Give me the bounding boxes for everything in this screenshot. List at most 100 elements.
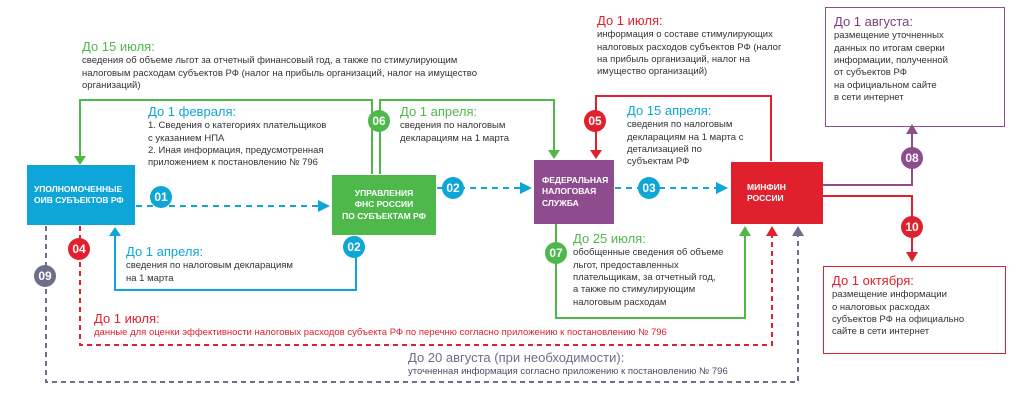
flow-09-annotation: До 20 августа (при необходимости): уточн…	[408, 350, 788, 379]
entity-ufns-regional: УПРАВЛЕНИЯ ФНС РОССИИ ПО СУБЪЕКТАМ РФ	[332, 175, 436, 235]
flow-05-annotation: До 1 июля: информация о составе стимулир…	[597, 13, 807, 79]
flow-02b-date: До 1 апреля:	[126, 244, 204, 259]
flow-05-text-3: на прибыль организаций, налог на	[597, 53, 751, 65]
note-aug1-text-3: информации, полученной	[834, 54, 948, 66]
entity-fns-line-2: НАЛОГОВАЯ	[542, 186, 597, 197]
note-aug1-text-6: в сети интернет	[834, 91, 904, 103]
flow-01-text-3: 2. Иная информация, предусмотренная	[148, 144, 324, 156]
badge-08: 08	[901, 147, 923, 169]
arrow-02b	[109, 227, 121, 236]
flow-01-text-1: 1. Сведения о категориях плательщиков	[148, 120, 327, 132]
flow-01-text-4: приложением к постановлению № 796	[148, 157, 318, 169]
arrow-04	[766, 226, 778, 236]
arrow-07	[739, 226, 751, 236]
entity-ufns-line-3: ПО СУБЪЕКТАМ РФ	[342, 210, 426, 221]
note-oct1-text-3: субъектов РФ на официально	[832, 313, 965, 325]
flow-02b-line	[114, 235, 357, 291]
arrow-06-to-fns	[548, 150, 560, 159]
flow-04-annotation: До 1 июля: данные для оценки эффективнос…	[94, 311, 774, 340]
note-aug1-text-4: от субъектов РФ	[834, 67, 907, 79]
flow-06-text-3: организаций)	[82, 79, 141, 91]
flow-01-text-2: с указанием НПА	[148, 132, 225, 144]
badge-04: 04	[68, 238, 90, 260]
flow-03-annotation: До 15 апреля: сведения по налоговым декл…	[627, 103, 767, 169]
badge-05: 05	[584, 110, 606, 132]
badge-10: 10	[901, 216, 923, 238]
entity-fns: ФЕДЕРАЛЬНАЯ НАЛОГОВАЯ СЛУЖБА	[534, 160, 614, 224]
note-aug1-publication: До 1 августа: размещение уточненных данн…	[825, 7, 1005, 127]
badge-06: 06	[368, 110, 390, 132]
note-oct1-text-4: сайте в сети интернет	[832, 326, 930, 338]
flow-10-line	[823, 195, 913, 254]
flow-03-text-4: субъектам РФ	[627, 156, 690, 168]
flow-06-text-2: налоговым расходам субъектов РФ (налог н…	[82, 67, 478, 79]
entity-minfin-line-2: РОССИИ	[747, 193, 784, 203]
flow-04-text: данные для оценки эффективности налоговы…	[94, 327, 667, 339]
entity-minfin-line-1: МИНФИН	[747, 181, 786, 192]
flow-05-date: До 1 июля:	[597, 13, 663, 28]
flow-07-text-4: а также по стимулирующим	[573, 284, 696, 296]
flow-02b-text-1: сведения по налоговым декларациям	[126, 260, 293, 272]
flow-02a-text-2: декларациям на 1 марта	[400, 132, 510, 144]
note-oct1-date: До 1 октября:	[832, 273, 914, 288]
entity-oiv-line-2: ОИВ СУБЪЕКТОВ РФ	[34, 195, 124, 205]
flow-08-line	[823, 132, 913, 186]
flow-09-line	[45, 226, 799, 383]
entity-fns-line-3: СЛУЖБА	[542, 197, 579, 208]
flow-04-date: До 1 июля:	[94, 311, 160, 326]
arrow-02a	[520, 182, 532, 194]
flow-03-text-3: детализацией по	[627, 143, 702, 155]
flow-07-text-1: обобщенные сведения об объеме	[573, 247, 724, 259]
flow-07-text-5: налоговым расходам	[573, 296, 667, 308]
flow-06-text-1: сведения об объеме льгот за отчетный фин…	[82, 55, 458, 67]
flow-09-date: До 20 августа (при необходимости):	[408, 350, 625, 365]
flow-06-lines	[79, 99, 555, 174]
entity-ufns-line-2: ФНС РОССИИ	[354, 199, 414, 210]
flow-07-text-3: плательщикам, за отчетный год,	[573, 271, 716, 283]
entity-fns-line-1: ФЕДЕРАЛЬНАЯ	[542, 175, 609, 186]
flow-07-line	[555, 224, 746, 319]
flow-05-text-2: налоговых расходов субъектов РФ (налог	[597, 41, 782, 53]
flow-03-text-2: декларациям на 1 марта с	[627, 131, 744, 143]
arrow-08	[906, 124, 918, 134]
flow-07-date: До 25 июля:	[573, 231, 646, 246]
note-aug1-date: До 1 августа:	[834, 14, 914, 29]
flow-04-line	[79, 226, 773, 346]
badge-03: 03	[638, 177, 660, 199]
arrow-09	[792, 226, 804, 236]
flow-09-text: уточненная информация согласно приложени…	[408, 366, 728, 378]
arrow-06-to-oiv	[74, 156, 86, 165]
entity-ufns-line-1: УПРАВЛЕНИЯ	[354, 188, 414, 199]
note-oct1-text-2: о налоговых расходах	[832, 301, 930, 313]
flow-02a-annotation: До 1 апреля: сведения по налоговым декла…	[400, 104, 540, 145]
flow-02b-text-2: на 1 марта	[126, 272, 174, 284]
badge-02a: 02	[442, 177, 464, 199]
badge-07: 07	[545, 242, 567, 264]
flow-07-annotation: До 25 июля: обобщенные сведения об объем…	[573, 231, 741, 309]
flow-02b-annotation: До 1 апреля: сведения по налоговым декла…	[126, 244, 336, 285]
flow-06-annotation: До 15 июля: сведения об объеме льгот за …	[82, 39, 552, 92]
note-aug1-text-1: размещение уточненных	[834, 30, 944, 42]
badge-09: 09	[34, 265, 56, 287]
arrow-03	[716, 182, 728, 194]
flow-02a-date: До 1 апреля:	[400, 104, 478, 119]
flow-05-text-4: имущество организаций)	[597, 66, 708, 78]
arrow-05	[590, 150, 602, 159]
entity-minfin: МИНФИН РОССИИ	[731, 162, 823, 224]
flow-05-text-1: информация о составе стимулирующих	[597, 29, 773, 41]
note-oct1-publication: До 1 октября: размещение информации о на…	[823, 266, 1006, 354]
arrow-01	[318, 200, 330, 212]
entity-oiv-subjects: УПОЛНОМОЧЕННЫЕ ОИВ СУБЪЕКТОВ РФ	[27, 165, 135, 225]
badge-01: 01	[150, 186, 172, 208]
flow-03-date: До 15 апреля:	[627, 103, 712, 118]
flow-01-annotation: До 1 февраля: 1. Сведения о категориях п…	[148, 104, 368, 170]
arrow-10	[906, 252, 918, 262]
note-oct1-text-1: размещение информации	[832, 289, 947, 301]
note-aug1-text-5: на официальном сайте	[834, 79, 937, 91]
entity-oiv-line-1: УПОЛНОМОЧЕННЫЕ	[34, 183, 123, 194]
flow-02a-text-1: сведения по налоговым	[400, 120, 506, 132]
flow-03-text-1: сведения по налоговым	[627, 119, 733, 131]
badge-02b: 02	[343, 236, 365, 258]
note-aug1-text-2: данных по итогам сверки	[834, 42, 945, 54]
